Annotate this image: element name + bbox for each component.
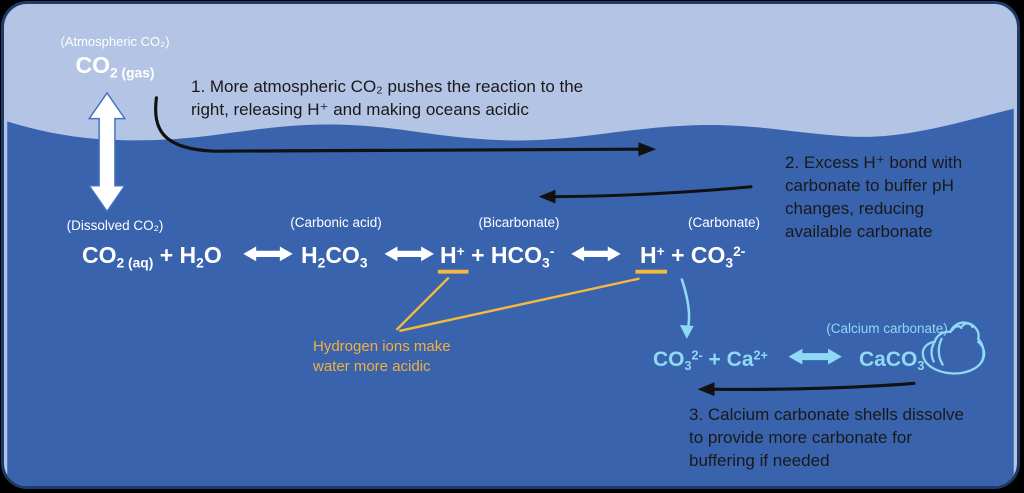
- equilibrium-arrow-1-icon: [243, 246, 293, 262]
- dissolved-co2-label: (Dissolved CO₂): [66, 218, 164, 233]
- carbonate-transfer-arrowhead: [679, 325, 694, 339]
- note-2: 2. Excess H⁺ bond with carbonate to buff…: [785, 151, 962, 243]
- shell-icon: [921, 321, 986, 375]
- hydrogen-note: Hydrogen ions make water more acidic: [313, 337, 451, 377]
- note-2-line-2: carbonate to buffer pH: [785, 176, 954, 195]
- note-3-line-3: buffering if needed: [689, 451, 830, 470]
- hydrogen-note-line-2: water more acidic: [313, 358, 431, 375]
- note-1-line-2: right, releasing H⁺ and making oceans ac…: [191, 100, 529, 119]
- equilibrium-arrow-3-icon: [571, 246, 621, 262]
- reaction-push-arrow: [154, 96, 641, 153]
- equilibrium-arrow-4-icon: [788, 348, 842, 365]
- co2-exchange-double-arrow-icon: [87, 91, 127, 213]
- bicarbonate-label: (Bicarbonate): [478, 215, 560, 230]
- dissolve-supply-arrowhead: [697, 382, 715, 397]
- note-2-line-1: 2. Excess H⁺ bond with: [785, 153, 963, 172]
- hydrogen-note-line-1: Hydrogen ions make: [313, 338, 451, 355]
- scene-graphics: [7, 91, 1014, 486]
- note-2-line-4: available carbonate: [785, 222, 933, 241]
- equation-term-bicarbonate: H+ + HCO3-: [440, 242, 555, 271]
- carbonate-equation-right: CaCO3: [859, 348, 925, 374]
- ocean-water-shape: [7, 108, 1014, 486]
- equation-term-carbonate: H+ + CO32-: [640, 242, 746, 271]
- buffer-arrowhead: [538, 189, 556, 204]
- note-1-line-1: 1. More atmospheric CO₂ pushes the react…: [191, 77, 584, 96]
- calcium-carbonate-label: (Calcium carbonate): [826, 321, 948, 336]
- carbonate-label: (Carbonate): [687, 215, 761, 230]
- note-2-line-3: changes, reducing: [785, 199, 924, 218]
- carbonic-acid-label: (Carbonic acid): [290, 215, 382, 230]
- hydrogen-pointer-line-2: [399, 277, 640, 333]
- reaction-push-arrowhead: [638, 142, 657, 157]
- note-3-line-2: to provide more carbonate for: [689, 428, 913, 447]
- equation-term-carbonic-acid: H2CO3: [301, 242, 368, 271]
- equation-term-dissolved-co2: CO2 (aq) + H2O: [82, 242, 222, 271]
- hydrogen-pointer-line-1: [395, 276, 450, 331]
- note-3-line-1: 3. Calcium carbonate shells dissolve: [689, 405, 964, 424]
- carbonate-equation-left: CO32- + Ca2+: [653, 348, 768, 374]
- atmospheric-co2-label: (Atmospheric CO₂): [60, 34, 170, 49]
- dissolve-supply-arrow: [710, 381, 916, 392]
- co2-gas-formula: CO2 (gas): [75, 52, 155, 81]
- buffer-arrow: [551, 185, 753, 199]
- note-3: 3. Calcium carbonate shells dissolve to …: [689, 403, 964, 472]
- equilibrium-arrow-2-icon: [384, 246, 434, 262]
- note-1: 1. More atmospheric CO₂ pushes the react…: [191, 75, 583, 121]
